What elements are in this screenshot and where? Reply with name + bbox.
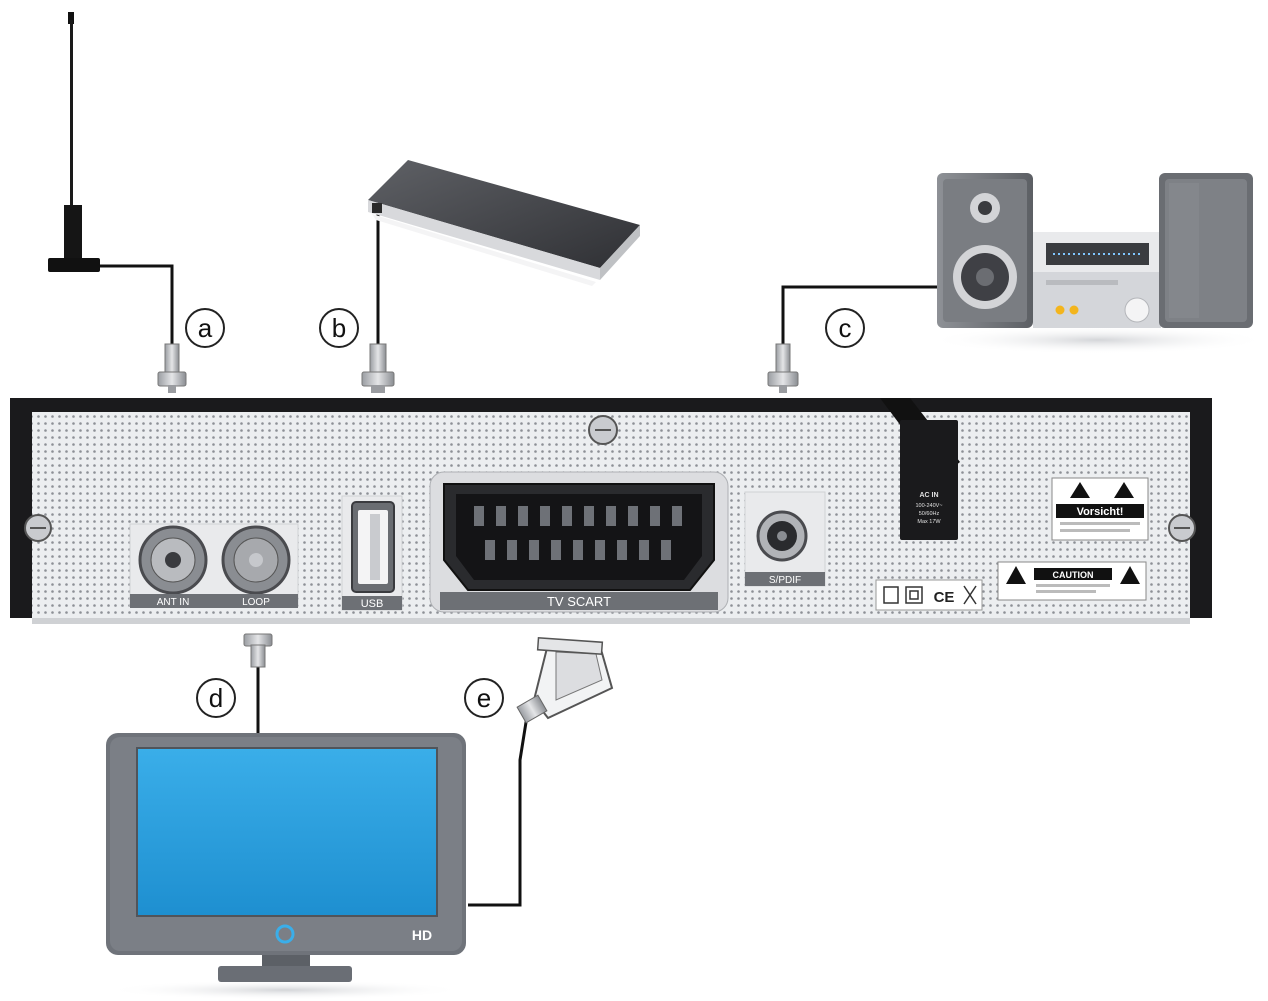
scart-pin xyxy=(562,506,572,526)
svg-text:Vorsicht!: Vorsicht! xyxy=(1077,506,1124,518)
spdif-port: S/PDIF xyxy=(745,492,825,586)
scart-pin xyxy=(584,506,594,526)
scart-pin xyxy=(628,506,638,526)
receiver-back-panel: ANT IN LOOP USB TV SCART xyxy=(10,398,1212,624)
usb-label: USB xyxy=(361,598,384,610)
scart-pin xyxy=(639,540,649,560)
hd-badge: HD xyxy=(412,927,432,943)
spdif-label: S/PDIF xyxy=(769,575,801,586)
plug-antenna xyxy=(158,344,186,393)
tv-scart-label: TV SCART xyxy=(547,594,611,609)
svg-text:50/60Hz: 50/60Hz xyxy=(919,511,940,517)
svg-text:Max 17W: Max 17W xyxy=(917,519,941,525)
callout-b: b xyxy=(320,309,358,347)
ant-in-label: ANT IN xyxy=(157,597,190,608)
scart-pin xyxy=(529,540,539,560)
scart-port: TV SCART xyxy=(430,472,728,612)
svg-text:b: b xyxy=(332,313,346,343)
svg-text:AC IN: AC IN xyxy=(919,492,938,499)
usb-port: USB xyxy=(342,496,402,610)
scart-cable xyxy=(468,716,527,905)
scart-pin xyxy=(485,540,495,560)
antenna-icon xyxy=(48,12,100,272)
scart-pin xyxy=(672,506,682,526)
svg-text:c: c xyxy=(839,313,852,343)
caution-warning-label: CAUTION xyxy=(998,562,1146,600)
external-hdd-icon xyxy=(368,160,640,286)
callout-a: a xyxy=(186,309,224,347)
loop-label: LOOP xyxy=(242,597,270,608)
vorsicht-warning-label: Vorsicht! xyxy=(1052,478,1148,540)
svg-text:a: a xyxy=(198,313,213,343)
scart-pin xyxy=(661,540,671,560)
scart-pin xyxy=(518,506,528,526)
scart-pin xyxy=(573,540,583,560)
callout-d: d xyxy=(197,679,235,717)
tv-monitor-icon: HD xyxy=(105,733,466,1000)
svg-text:CE: CE xyxy=(934,589,955,606)
svg-text:d: d xyxy=(209,683,223,713)
scart-pin xyxy=(551,540,561,560)
svg-text:e: e xyxy=(477,683,491,713)
certification-marks: CE xyxy=(876,580,982,610)
scart-pin xyxy=(507,540,517,560)
callout-e: e xyxy=(465,679,503,717)
scart-pin xyxy=(650,506,660,526)
scart-pin xyxy=(474,506,484,526)
antenna-cable xyxy=(100,266,172,345)
rf-connectors: ANT IN LOOP xyxy=(130,524,298,608)
svg-text:CAUTION: CAUTION xyxy=(1053,570,1094,580)
scart-plug-icon xyxy=(517,638,612,723)
callout-c: c xyxy=(826,309,864,347)
hifi-system-icon xyxy=(928,173,1268,354)
plug-tv-rf xyxy=(244,634,272,667)
scart-pin xyxy=(606,506,616,526)
scart-pin xyxy=(540,506,550,526)
scart-pin xyxy=(595,540,605,560)
plug-spdif xyxy=(768,344,798,393)
plug-usb xyxy=(362,344,394,393)
scart-pin xyxy=(617,540,627,560)
svg-text:100-240V~: 100-240V~ xyxy=(915,503,942,509)
scart-pin xyxy=(496,506,506,526)
